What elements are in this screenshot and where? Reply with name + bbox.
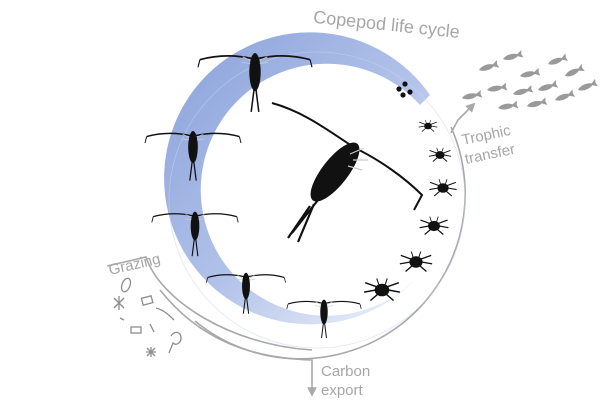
nauplius-stage-2	[428, 147, 452, 162]
trophic-transfer-arrow	[450, 102, 476, 134]
egg-cluster-icon	[396, 81, 413, 98]
carbon-export-label-line2: export	[321, 382, 364, 399]
carbon-export-line	[159, 289, 317, 397]
phytoplankton-icon	[113, 277, 182, 357]
nauplius-stage-3	[428, 178, 458, 197]
life-cycle-ring	[164, 32, 440, 325]
adult-copepod-icon	[271, 102, 424, 243]
ring-outer-edge	[168, 51, 466, 349]
nauplius-stage-5	[399, 250, 433, 273]
nauplius-stage-4	[418, 216, 450, 236]
nauplius-stage-1	[418, 119, 438, 132]
carbon-export-label-line1: Carbon	[321, 363, 370, 380]
grazing-line	[106, 256, 313, 351]
fish-school-icon	[461, 49, 599, 112]
